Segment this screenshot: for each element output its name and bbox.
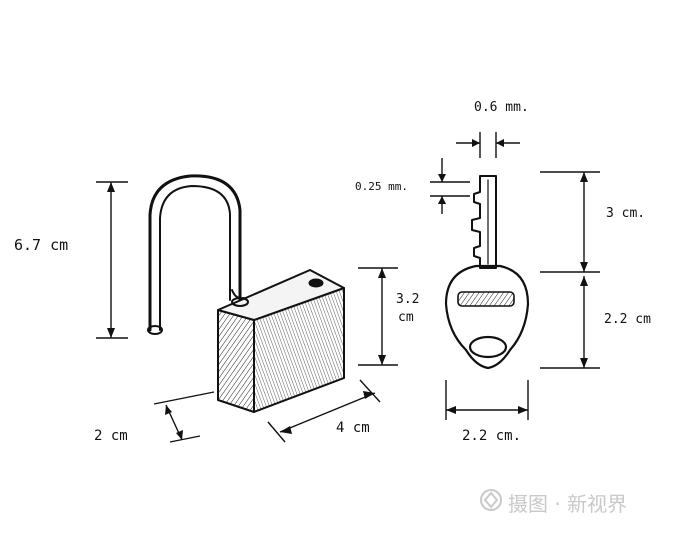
key-notch-depth-label: 0.25 mm. [355,180,408,193]
watermark-logo-icon [480,489,502,511]
padlock-icon [147,174,345,413]
key-dimension-lines [430,132,600,420]
key-icon [444,175,530,370]
body-height-label-value: 3.2 [396,292,420,307]
key-head-width-label: 2.2 cm. [462,428,522,444]
body-height-label-unit: cm [398,310,414,325]
body-depth-label: 2 cm [94,428,128,444]
body-width-label: 4 cm [336,420,370,436]
watermark-text: 摄图 · 新视界 [508,492,628,516]
key-blade-length-label: 3 cm. [606,206,646,221]
key-head-length-label: 2.2 cm [604,312,651,327]
key-blade-width-label: 0.6 mm. [474,100,529,115]
padlock-height-label: 6.7 cm [14,236,69,254]
padlock-dimension-lines [96,181,398,443]
